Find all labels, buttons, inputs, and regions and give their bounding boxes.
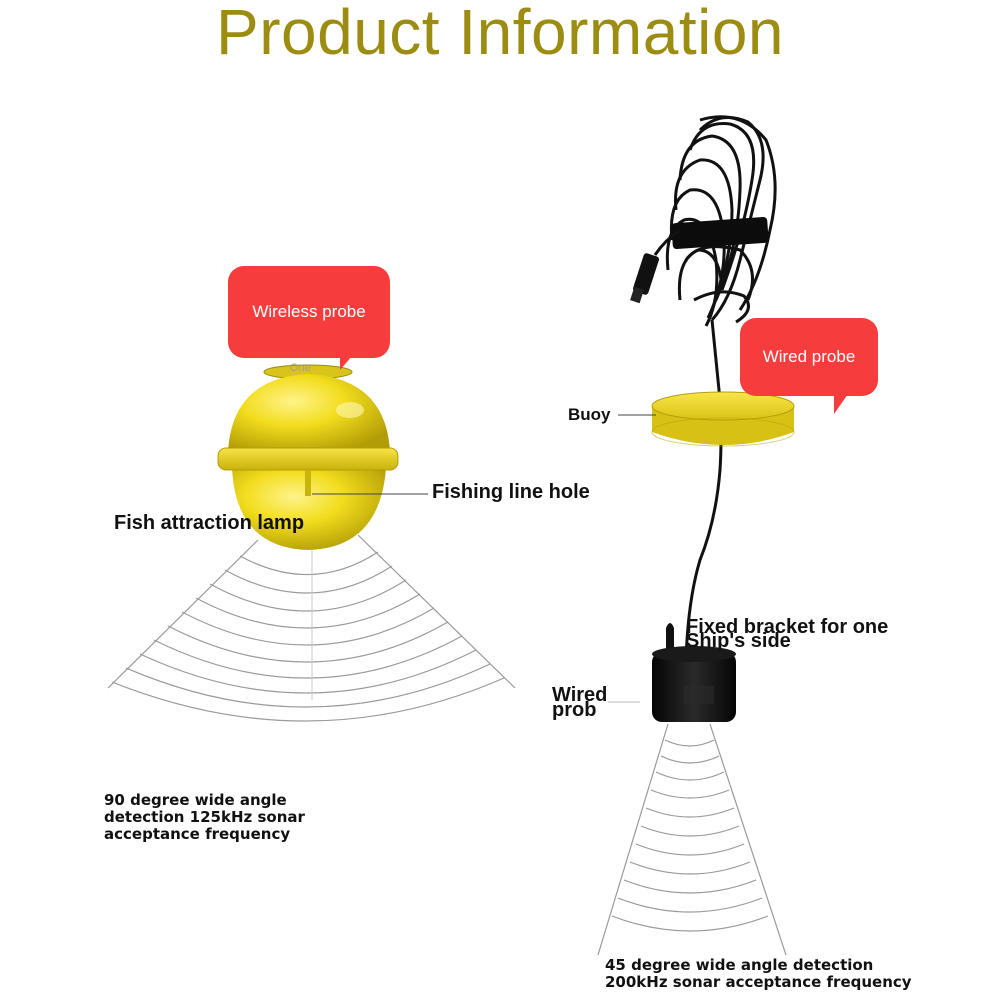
cable-connector: [630, 228, 681, 304]
bracket-label-line-1: Fixed bracket for one: [686, 616, 889, 638]
cable-strap: [671, 216, 769, 250]
wired-probe-bubble: Wired probe: [740, 318, 878, 396]
fish-attraction-lamp-label: Fish attraction lamp: [114, 512, 305, 534]
wired-detection-line-2: 200kHz sonar acceptance frequency: [605, 973, 912, 991]
wireless-detection-text: 90 degree wide angle detection 125kHz so…: [104, 792, 305, 843]
wireless-detection-line-2: detection 125kHz sonar: [104, 808, 305, 826]
wired-detection-line-1: 45 degree wide angle detection: [605, 956, 874, 974]
main-cable: [684, 319, 723, 661]
buoy: [651, 391, 795, 447]
bracket-label-line-2: Ship's side: [686, 630, 791, 652]
wired-detection-text: 45 degree wide angle detection 200kHz so…: [605, 957, 912, 991]
wireless-detection-line-1: 90 degree wide angle: [104, 791, 287, 809]
wired-probe-bubble-text: Wired probe: [762, 347, 856, 366]
wireless-sonar-cone: [107, 534, 516, 722]
wired-sonar-cone: [597, 723, 787, 956]
fishing-line-hole-label: Fishing line hole: [432, 481, 590, 503]
wired-probe-body: [652, 646, 736, 722]
wireless-probe-bubble: Wireless probe: [228, 266, 390, 358]
wired-probe-label-line-2: prob: [552, 699, 597, 721]
probe-top-text: One: [290, 362, 311, 374]
wired-probe-label-line-1: Wired: [552, 684, 608, 706]
wireless-probe-bubble-text: Wireless probe: [252, 302, 366, 321]
wired-bubble-tail: [834, 394, 848, 414]
wireless-probe-ball: [217, 364, 399, 550]
page-title: Product Information: [216, 0, 784, 68]
wireless-detection-line-3: acceptance frequency: [104, 825, 291, 843]
wireless-bubble-tail: [340, 356, 352, 370]
buoy-label: Buoy: [568, 405, 611, 424]
